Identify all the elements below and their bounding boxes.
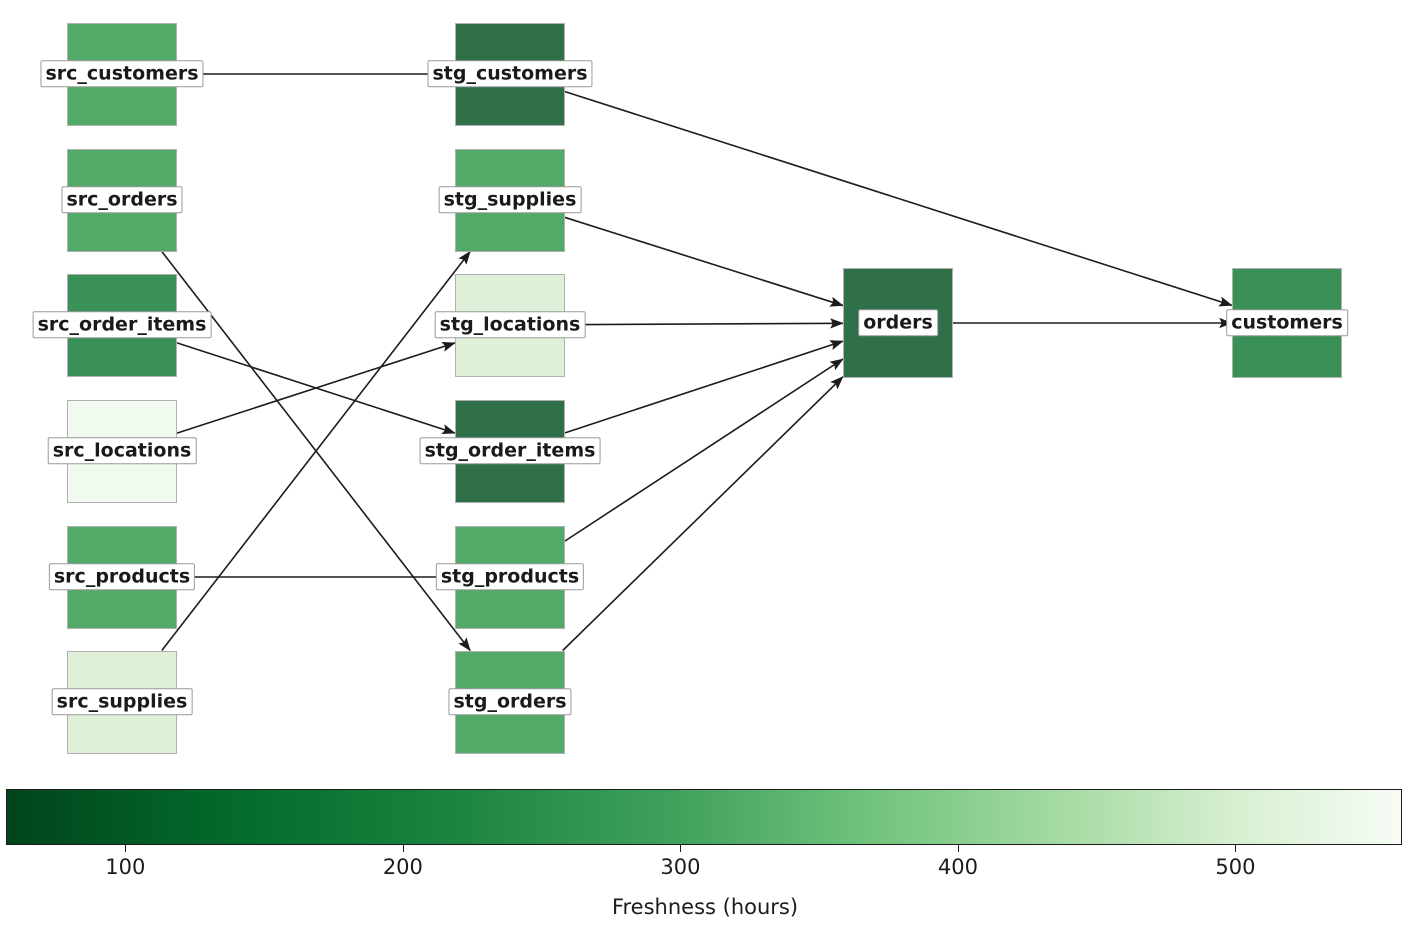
colorbar-tick-300: [680, 845, 682, 852]
colorbar-tick-200: [402, 845, 404, 852]
node-label-orders: orders: [858, 309, 938, 337]
node-label-src_supplies: src_supplies: [51, 688, 193, 716]
node-label-src_products: src_products: [48, 563, 196, 591]
colorbar-gradient: [6, 789, 1402, 845]
node-label-stg_order_items: stg_order_items: [419, 437, 601, 465]
node-label-src_order_items: src_order_items: [32, 311, 212, 339]
colorbar-tick-500: [1235, 845, 1237, 852]
node-label-src_orders: src_orders: [61, 186, 183, 214]
node-label-stg_products: stg_products: [435, 563, 585, 591]
node-label-stg_orders: stg_orders: [448, 688, 572, 716]
colorbar-tick-100: [125, 845, 127, 852]
colorbar-ticklabel-400: 400: [937, 855, 978, 879]
node-label-stg_customers: stg_customers: [427, 60, 593, 88]
colorbar-axis-label: Freshness (hours): [611, 895, 799, 919]
node-label-stg_supplies: stg_supplies: [438, 186, 582, 214]
node-label-stg_locations: stg_locations: [434, 311, 586, 339]
colorbar-tick-400: [957, 845, 959, 852]
node-label-src_locations: src_locations: [47, 437, 197, 465]
node-label-src_customers: src_customers: [40, 60, 204, 88]
colorbar-ticklabel-200: 200: [382, 855, 423, 879]
colorbar-ticklabel-300: 300: [660, 855, 701, 879]
node-label-customers: customers: [1226, 309, 1348, 337]
colorbar-ticklabel-500: 500: [1215, 855, 1256, 879]
colorbar-ticklabel-100: 100: [105, 855, 146, 879]
